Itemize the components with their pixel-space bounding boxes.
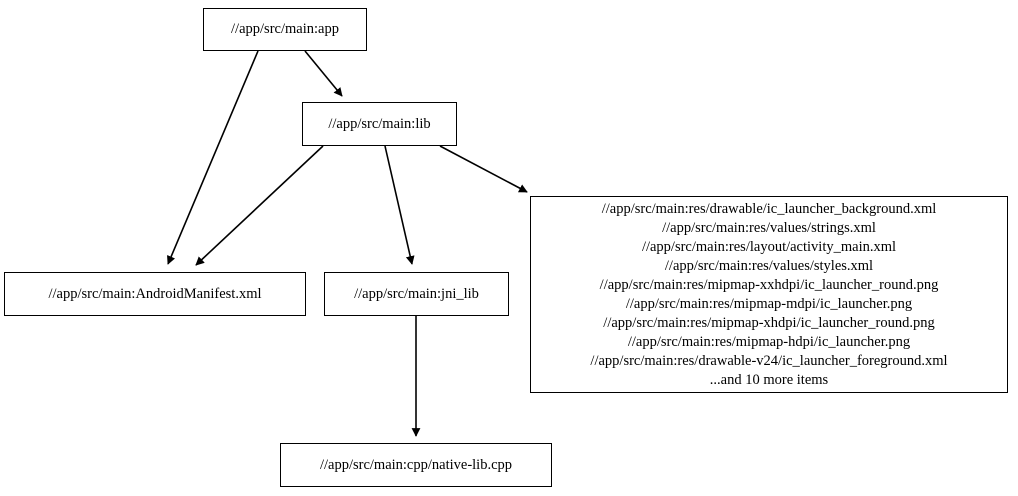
graph-node-lib-label: //app/src/main:lib <box>328 115 431 132</box>
graph-node-native-lib-cpp[interactable]: //app/src/main:cpp/native-lib.cpp <box>280 443 552 487</box>
edge-app-to-lib <box>304 50 343 97</box>
edge-lib-to-res <box>439 145 528 193</box>
graph-node-app-label: //app/src/main:app <box>231 21 339 37</box>
graph-node-native-lib-cpp-label: //app/src/main:cpp/native-lib.cpp <box>319 456 513 473</box>
graph-node-android-manifest-label: //app/src/main:AndroidManifest.xml <box>48 285 262 302</box>
edge-lib-to-manifest <box>195 145 324 266</box>
graph-node-jni-lib-label: //app/src/main:jni_lib <box>354 285 479 302</box>
graph-node-app[interactable]: //app/src/main:app <box>203 8 367 51</box>
graph-node-res-collection[interactable]: //app/src/main:res/drawable/ic_launcher_… <box>530 196 1008 393</box>
graph-node-jni-lib[interactable]: //app/src/main:jni_lib <box>324 272 509 316</box>
graph-node-res-collection-label: //app/src/main:res/drawable/ic_launcher_… <box>590 200 948 388</box>
edge-lib-to-jni-lib <box>384 145 415 265</box>
edge-app-to-manifest <box>167 50 259 265</box>
graph-node-lib[interactable]: //app/src/main:lib <box>302 102 457 146</box>
graph-node-android-manifest[interactable]: //app/src/main:AndroidManifest.xml <box>4 272 306 316</box>
